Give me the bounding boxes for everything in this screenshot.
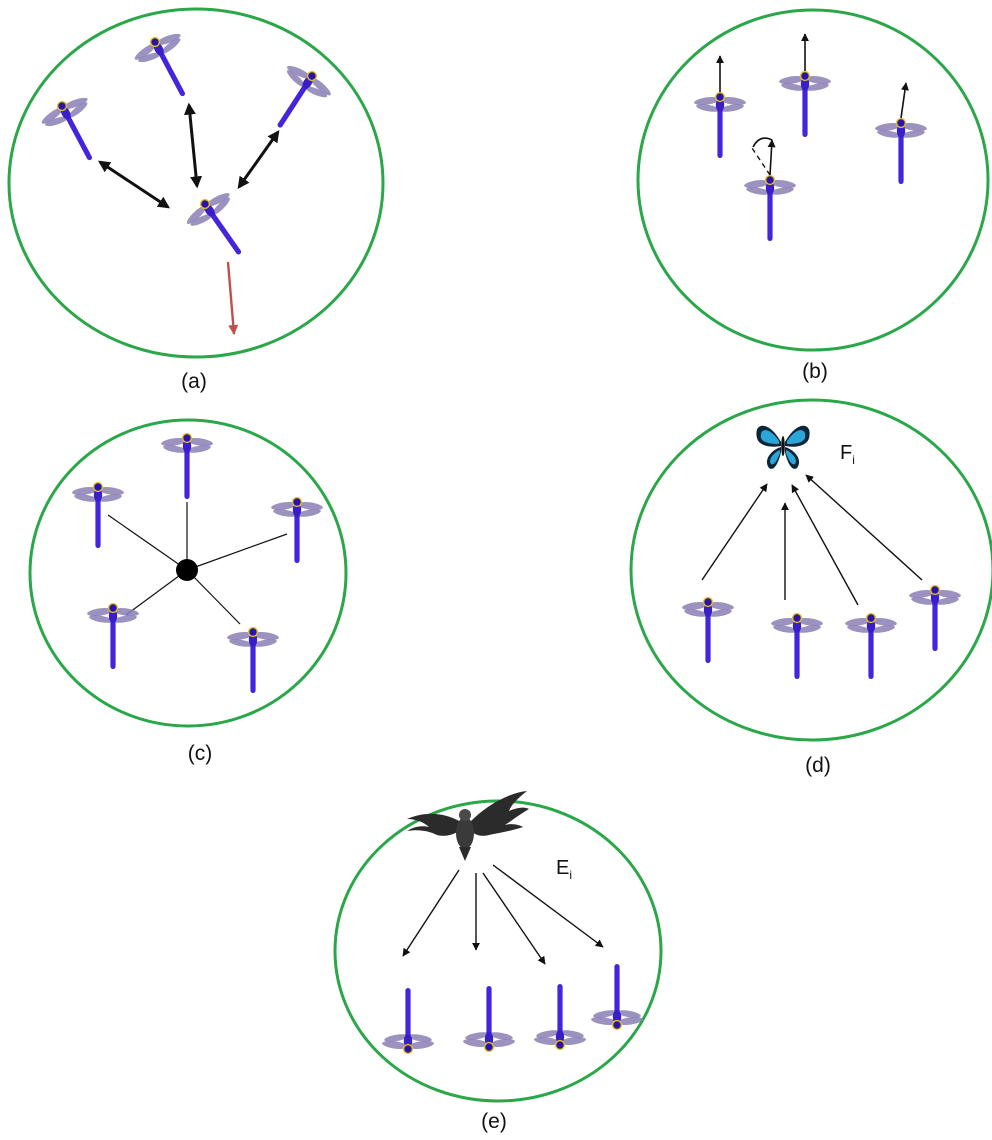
panel-b <box>636 8 990 352</box>
dragonfly-icon <box>843 612 899 680</box>
cohesion-link <box>186 569 241 625</box>
dragonfly-icon <box>461 985 517 1053</box>
alignment-turn-arc <box>752 137 773 148</box>
dragonfly-icon <box>742 174 798 242</box>
dragonfly-icon <box>769 612 825 680</box>
attraction-arrow <box>791 484 859 606</box>
dragonfly-icon <box>680 596 736 664</box>
separation-arrow-red <box>226 261 239 335</box>
dragonfly-icon <box>532 983 588 1051</box>
dragonfly-icon <box>777 70 833 138</box>
swarm-centre-dot <box>176 559 198 581</box>
distraction-arrow <box>492 864 604 948</box>
swarm-boundary-circle <box>7 7 385 359</box>
distraction-arrow <box>402 869 460 957</box>
panel-label-b: (b) <box>802 360 828 383</box>
dragonfly-icon <box>180 184 263 270</box>
swarm-boundary-circle <box>629 398 992 742</box>
panel-label-a: (a) <box>181 370 207 393</box>
dragonfly-icon <box>35 89 115 173</box>
butterfly-icon <box>756 425 810 469</box>
enemy-source-label: Ei <box>556 857 572 882</box>
dragonfly-icon <box>70 481 126 549</box>
panel-label-c: (c) <box>188 742 213 765</box>
dragonfly-icon <box>85 602 141 670</box>
panel-label-d: (d) <box>805 754 831 777</box>
swarm-boundary-circle <box>333 799 663 1103</box>
dragonfly-icon <box>128 25 208 109</box>
panel-c <box>28 418 348 728</box>
panel-d: Fi <box>629 398 992 742</box>
eagle-icon <box>407 791 529 861</box>
separation-arrow <box>97 160 171 209</box>
alignment-arrow <box>900 82 909 119</box>
distraction-arrow <box>482 872 546 965</box>
attraction-arrow <box>701 483 768 581</box>
cohesion-link <box>107 514 188 571</box>
dragonfly-icon <box>589 963 645 1031</box>
food-source-label: Fi <box>840 442 855 467</box>
dragonfly-icon <box>255 57 338 143</box>
dragonfly-icon <box>907 584 963 652</box>
swarm-boundary-circle <box>28 418 348 728</box>
panel-e: Ei <box>333 791 663 1103</box>
alignment-arrow <box>767 139 776 176</box>
alignment-old-heading <box>751 147 771 176</box>
dragonfly-icon <box>269 496 325 564</box>
dragonfly-icon <box>873 117 929 185</box>
separation-arrow <box>183 102 203 189</box>
cohesion-link <box>125 569 188 616</box>
panel-a <box>7 7 385 359</box>
dragonfly-icon <box>159 432 215 500</box>
swarm-boundary-circle <box>636 8 990 352</box>
dragonfly-icon <box>380 987 436 1055</box>
cohesion-link <box>186 533 288 571</box>
dragonfly-icon <box>692 91 748 159</box>
dragonfly-icon <box>225 626 281 694</box>
attraction-arrow <box>805 474 923 581</box>
panel-label-e: (e) <box>481 1110 507 1133</box>
separation-arrow <box>237 130 280 189</box>
